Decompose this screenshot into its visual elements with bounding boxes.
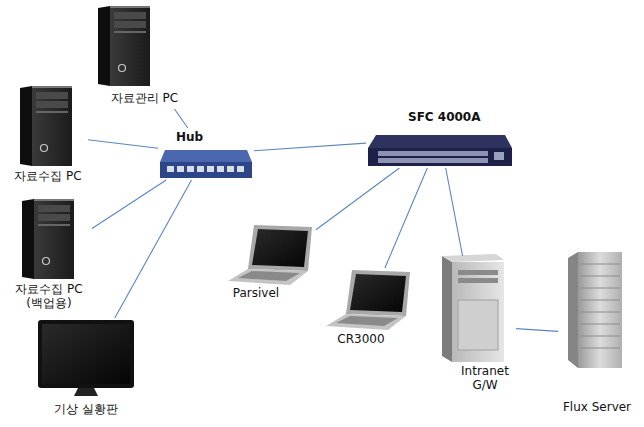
device-node: SFC 4000A [366, 108, 514, 168]
network-link [385, 168, 427, 268]
device-node: 자료관리 PC [95, 5, 181, 109]
device-node: 자료수집 PC [10, 85, 88, 185]
network-link [115, 180, 192, 318]
monitor-display [38, 320, 134, 396]
device-label: 자료수집 PC [10, 169, 86, 183]
server-tower [442, 254, 504, 362]
device-label: CR3000 [330, 332, 392, 346]
pc-tower [20, 86, 72, 166]
network-link [516, 329, 558, 332]
server-rack [568, 252, 622, 368]
laptop [326, 270, 410, 330]
device-node: Hub [158, 128, 254, 180]
laptop [228, 225, 312, 285]
device-node: Parsivel [226, 224, 316, 302]
device-label: Flux Server [558, 400, 636, 414]
device-label: 기상 실황판 [32, 402, 140, 416]
network-link [254, 143, 366, 151]
network-link [446, 168, 463, 256]
network-link [92, 180, 166, 229]
network-link [175, 109, 188, 128]
device-label: Hub [176, 130, 216, 144]
network-link [88, 140, 158, 149]
device-node: 기상 실황판 [32, 318, 142, 418]
switch-device [368, 135, 512, 166]
device-label: Parsivel [226, 286, 286, 300]
hub-device [160, 150, 252, 178]
device-node: Intranet G/W [436, 256, 516, 396]
device-node: Flux Server [558, 248, 638, 420]
device-node: CR3000 [322, 268, 414, 348]
pc-tower [22, 199, 74, 279]
device-label: 자료관리 PC [110, 91, 179, 105]
device-label: 자료수집 PC (백업용) [8, 282, 90, 310]
network-link [316, 168, 399, 230]
device-label: SFC 4000A [408, 110, 488, 124]
pc-tower [98, 6, 150, 86]
device-node: 자료수집 PC (백업용) [8, 198, 92, 314]
device-label: Intranet G/W [456, 364, 514, 392]
